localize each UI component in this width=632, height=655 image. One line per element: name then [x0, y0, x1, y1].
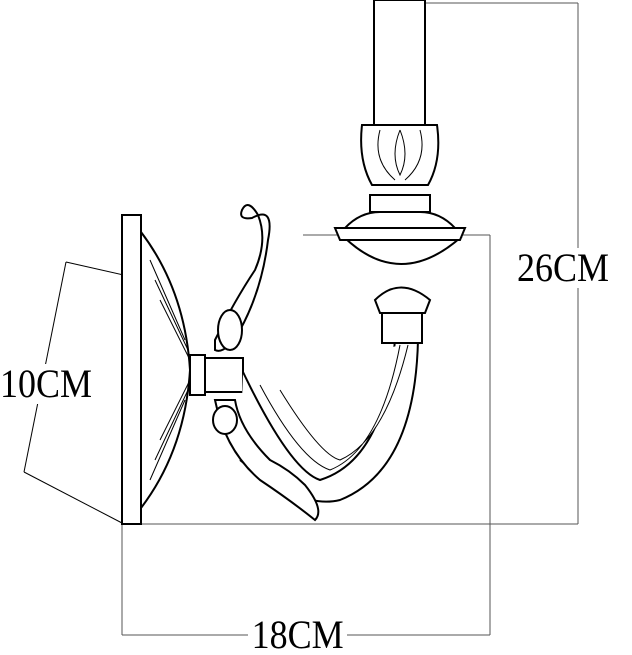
bobeche	[342, 211, 458, 229]
stem-knob	[381, 312, 423, 344]
width-label: 18CM	[248, 615, 348, 655]
candle-holder	[360, 124, 440, 186]
height-label: 26CM	[517, 245, 610, 290]
sconce	[121, 0, 467, 525]
depth-label: 10CM	[0, 361, 93, 406]
cup	[342, 237, 463, 265]
backplate-dome	[140, 229, 192, 511]
lower-leaf	[213, 399, 320, 522]
candle-tube	[373, 0, 426, 126]
wall-plate	[121, 214, 142, 525]
